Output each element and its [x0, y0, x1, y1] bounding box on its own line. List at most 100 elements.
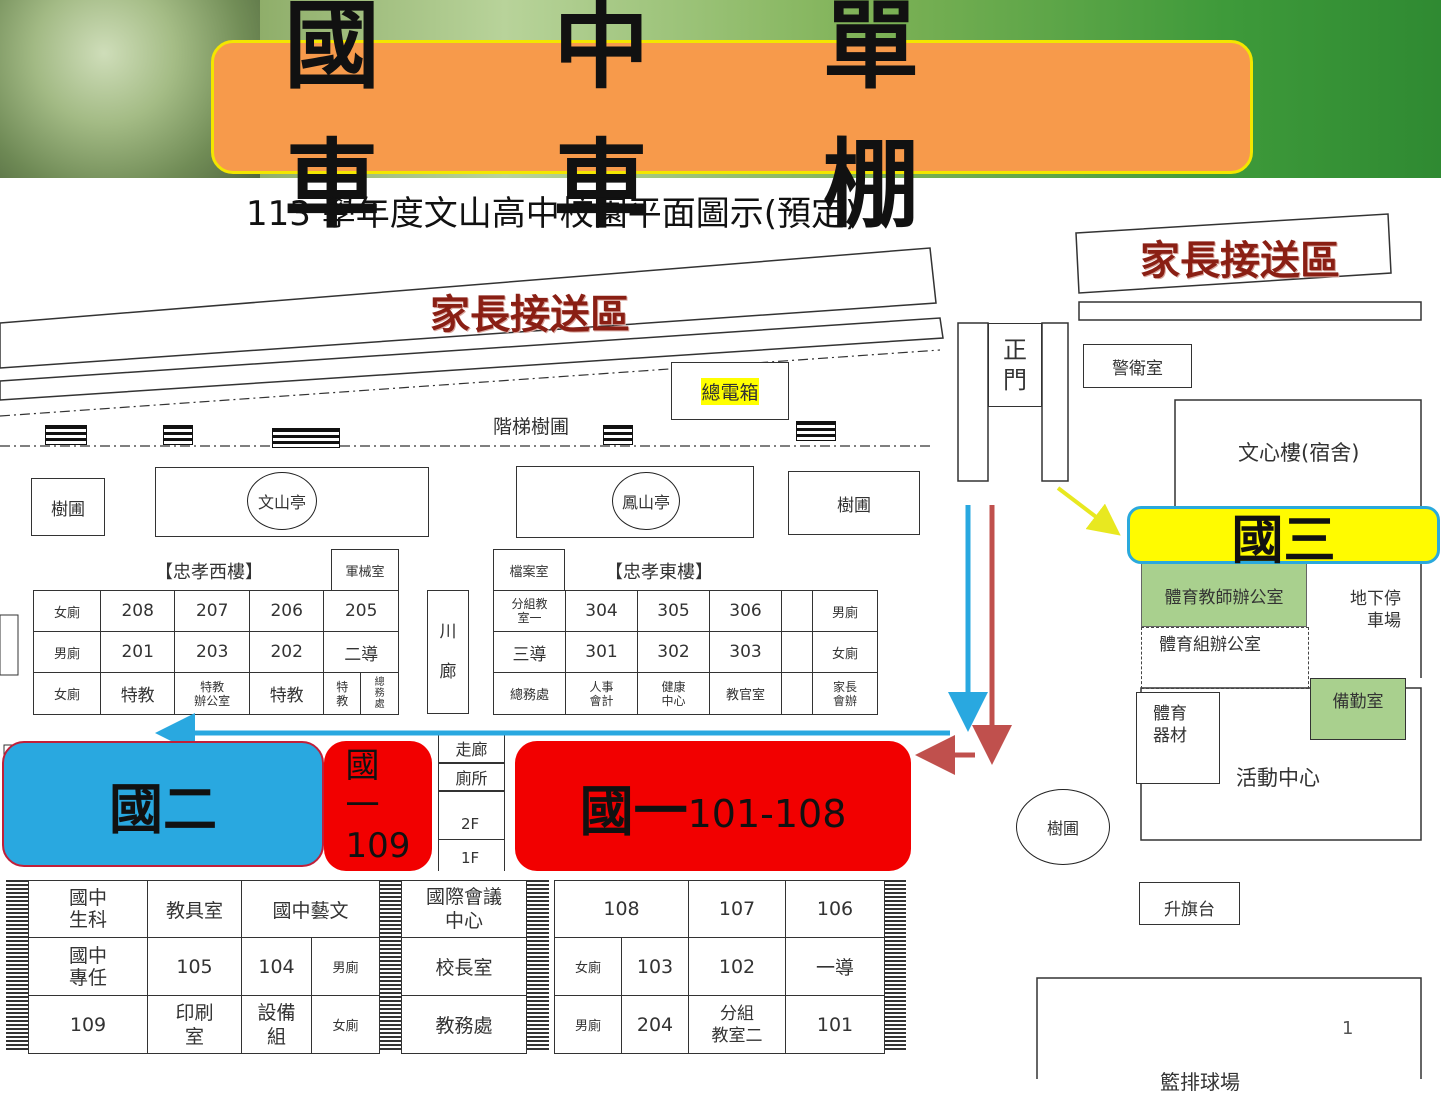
zone-grade9: 國二: [2, 741, 324, 867]
room-cell: 一導: [785, 937, 886, 996]
room-cell: 印刷 室: [147, 995, 242, 1054]
classroom-cell: 女廁: [33, 590, 101, 632]
classroom-cell: 202: [248, 631, 325, 673]
room-cell: 設備 組: [241, 995, 312, 1054]
title-box: 國 中 單 車 車 棚: [211, 0, 1253, 241]
flag-platform: 升旗台: [1139, 882, 1240, 925]
activity-center-label: 活動中心: [1236, 766, 1320, 790]
zone-grade7-range: 101-108: [687, 792, 847, 836]
bottom-left-grid: 國中 生科 教具室 國中藝文 國中 專任 105 104 男廁 109 印刷 室…: [28, 880, 381, 1054]
garden-left: 樹圃: [31, 478, 105, 536]
classroom-cell: 特教: [99, 672, 176, 715]
classroom-cell: 總務處: [493, 672, 566, 715]
pe-group-office-label: 體育組辦公室: [1159, 635, 1261, 655]
classroom-cell: 206: [248, 590, 325, 632]
classroom-cell: 207: [174, 590, 250, 632]
classroom-cell: 男廁: [812, 590, 878, 632]
classroom-cell: 女廁: [812, 631, 878, 673]
bottom-right-grid: 108 107 106 女廁 103 102 一導 男廁 204 分組 教室二 …: [553, 880, 886, 1054]
classroom-cell: 特 教: [323, 672, 362, 715]
classroom-cell: 305: [637, 590, 710, 632]
staircase-icon: [603, 425, 633, 445]
room-cell: 校長室: [401, 937, 527, 996]
classroom-cell: [781, 672, 813, 715]
room-cell: 男廁: [310, 937, 381, 996]
room-cell: 國際會議 中心: [401, 880, 527, 938]
room-cell: 103: [620, 937, 690, 996]
court-label: 籃排球場: [1160, 1070, 1240, 1094]
power-box-label: 總電箱: [701, 377, 759, 405]
corridor: 川 廊: [427, 590, 469, 714]
pickup-zone-left: 家長接送區: [430, 291, 630, 338]
classroom-cell: 303: [709, 631, 782, 673]
classroom-cell: 特教: [248, 672, 325, 715]
room-cell: 女廁: [310, 995, 381, 1054]
court-number: 1: [1342, 1018, 1354, 1039]
west-building-label: 【忠孝西樓】: [155, 562, 263, 583]
room-cell: 教具室: [147, 880, 242, 938]
classroom-cell: 人事 會計: [565, 672, 638, 715]
floor-1f: 1F: [461, 849, 480, 867]
pe-teacher-office-label: 體育教師辦公室: [1164, 587, 1284, 608]
east-building-label: 【忠孝東樓】: [605, 562, 713, 583]
classroom-cell: 分組教 室一: [493, 590, 566, 632]
classroom-cell: 208: [99, 590, 176, 632]
floor-2f: 2F: [461, 815, 480, 833]
staircase-icon: [45, 425, 87, 445]
main-gate: 正 門: [988, 323, 1042, 407]
classroom-cell: 205: [323, 590, 399, 632]
classroom-cell: 201: [99, 631, 176, 673]
room-cell: 105: [147, 937, 242, 996]
staircase-icon: [527, 880, 549, 1052]
dorm-label: 文心樓(宿舍): [1238, 441, 1360, 465]
pe-teacher-office: 體育教師辦公室: [1141, 563, 1307, 627]
mid-toilet: 廁所: [438, 763, 505, 791]
classroom-cell: 301: [565, 631, 638, 673]
room-cell: 男廁: [554, 995, 622, 1054]
classroom-cell: 302: [637, 631, 710, 673]
plan-title: 113 學年度文山高中校園平面圖示(預定): [246, 194, 859, 234]
underground-parking: 地下停 車場: [1350, 589, 1401, 631]
room-cell: 國中 專任: [28, 937, 148, 996]
bottom-mid-grid: 國際會議 中心 校長室 教務處: [401, 880, 527, 1054]
archive-room: 檔案室: [493, 549, 565, 591]
staircase-icon: [379, 880, 401, 1052]
room-cell: 分組 教室二: [688, 995, 787, 1054]
staircase-icon: [884, 880, 906, 1052]
room-cell: 109: [28, 995, 148, 1054]
floor-box: [438, 791, 505, 871]
staircase-icon: [272, 428, 340, 448]
room-cell: 教務處: [401, 995, 527, 1054]
classroom-cell: 304: [565, 590, 638, 632]
floor-divider: [438, 839, 505, 840]
classroom-cell: 家長 會辦: [812, 672, 878, 715]
room-cell: 國中藝文: [240, 880, 381, 938]
garden-circle: 樹圃: [1016, 789, 1110, 865]
classroom-cell: [781, 590, 813, 632]
room-cell: 204: [620, 995, 690, 1054]
equipment-room: 軍械室: [331, 549, 399, 591]
zone-grade7-label: 國一: [579, 779, 688, 843]
pickup-zone-right: 家長接送區: [1140, 237, 1340, 284]
pavilion-fengshan: 鳳山亭: [612, 472, 680, 530]
power-box: 總電箱: [671, 362, 789, 420]
room-cell: 107: [688, 880, 787, 938]
classroom-cell: [781, 631, 813, 673]
room-cell: 108: [553, 880, 690, 938]
classroom-cell: 女廁: [33, 672, 101, 715]
room-cell: 女廁: [554, 937, 622, 996]
room-cell: 104: [241, 937, 312, 996]
stair-garden-label: 階梯樹圃: [493, 416, 570, 438]
guard-room: 警衛室: [1083, 344, 1192, 388]
staircase-icon: [796, 421, 836, 441]
classroom-cell: 306: [709, 590, 782, 632]
classroom-cell: 二導: [323, 631, 399, 673]
classroom-cell: 三導: [493, 631, 566, 673]
classroom-cell: 健康 中心: [637, 672, 710, 715]
pavilion-wenshan: 文山亭: [247, 472, 317, 530]
room-cell: 106: [785, 880, 886, 938]
staircase-icon: [163, 425, 193, 445]
pe-group-office: 體育組辦公室: [1141, 627, 1309, 689]
classroom-cell: 總 務 處: [360, 672, 399, 715]
zone-grade7-main: 國一 101-108: [515, 741, 911, 871]
